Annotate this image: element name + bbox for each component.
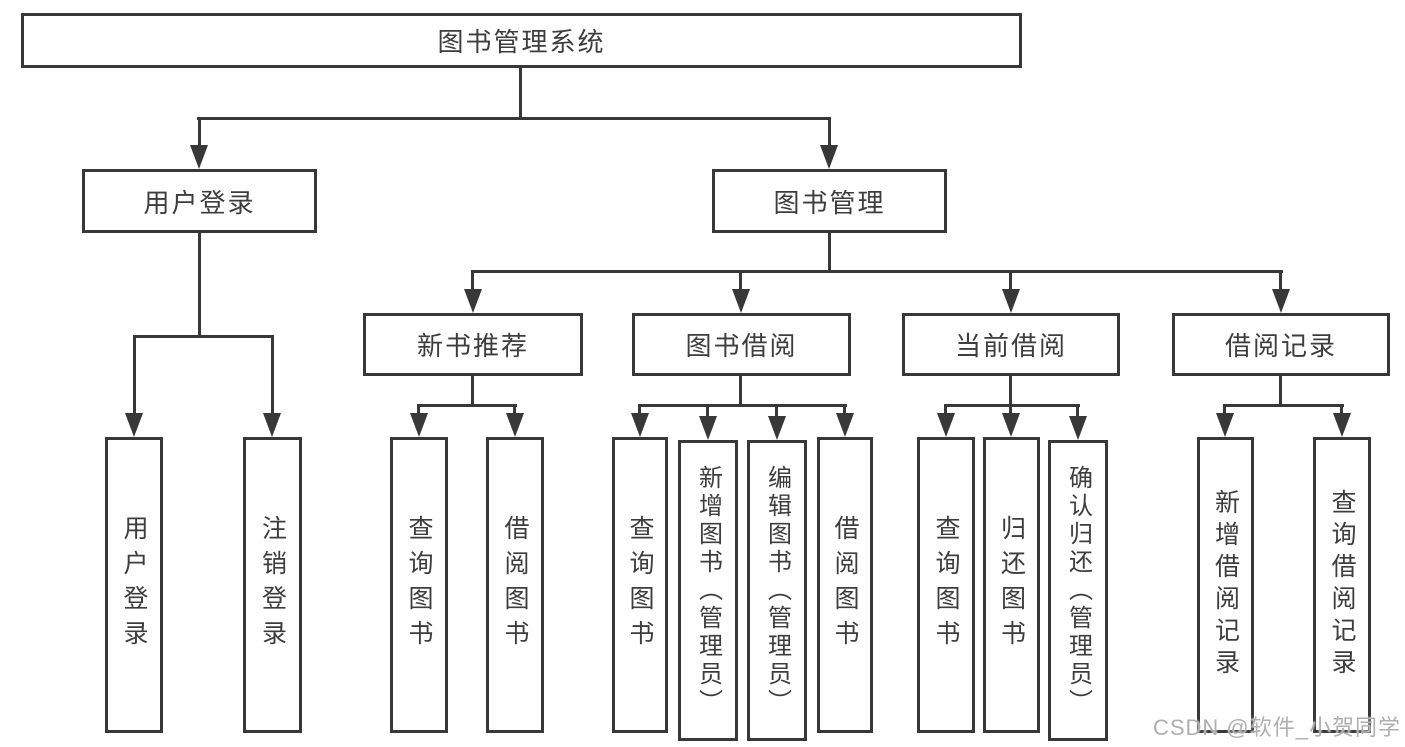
connector-line <box>133 335 274 338</box>
arrow-down-icon <box>1216 413 1234 437</box>
arrow-down-icon <box>506 413 524 437</box>
node-borrowing-records: 借阅记录 <box>1172 313 1390 376</box>
leaf-label: 借阅图书 <box>831 515 859 655</box>
leaf-label: 借阅图书 <box>501 515 529 655</box>
connector-line <box>417 404 420 416</box>
node-new-book-recommendation: 新书推荐 <box>363 313 583 376</box>
connector-line <box>133 335 136 415</box>
leaf-label: 新增借阅记录 <box>1211 489 1240 681</box>
leaf-query-books-borrowing: 查询图书 <box>612 437 668 733</box>
leaf-label: 查询图书 <box>932 515 960 655</box>
node-current-borrowing: 当前借阅 <box>902 313 1120 376</box>
connector-line <box>828 233 831 272</box>
connector-line <box>418 404 517 407</box>
connector-line <box>739 376 742 406</box>
leaf-borrow-books-recommend: 借阅图书 <box>486 437 544 733</box>
arrow-down-icon <box>1002 289 1020 313</box>
connector-line <box>706 404 709 418</box>
node-book-management: 图书管理 <box>712 169 947 233</box>
leaf-query-books-current: 查询图书 <box>917 437 975 733</box>
leaf-add-borrow-record: 新增借阅记录 <box>1197 437 1254 733</box>
connector-line <box>944 404 947 416</box>
connector-line <box>472 270 1283 273</box>
connector-line <box>775 404 778 418</box>
leaf-query-borrow-record: 查询借阅记录 <box>1313 437 1371 733</box>
arrow-down-icon <box>410 413 428 437</box>
node-label: 当前借阅 <box>954 331 1067 361</box>
connector-line <box>1009 404 1012 416</box>
connector-line <box>513 404 516 416</box>
node-label: 图书管理 <box>773 187 886 218</box>
node-user-login: 用户登录 <box>82 169 317 233</box>
arrow-down-icon <box>464 289 482 313</box>
arrow-down-icon <box>125 413 143 437</box>
connector-line <box>271 335 274 415</box>
leaf-edit-books-admin: 编辑图书（管理员） <box>747 440 807 741</box>
node-label: 借阅记录 <box>1224 331 1337 361</box>
arrow-down-icon <box>190 145 208 169</box>
arrow-down-icon <box>937 413 955 437</box>
arrow-down-icon <box>1272 289 1290 313</box>
node-label: 图书借阅 <box>685 331 798 361</box>
leaf-user-login: 用户登录 <box>105 437 163 733</box>
leaf-confirm-return-admin: 确认归还（管理员） <box>1048 440 1108 741</box>
leaf-label: 编辑图书（管理员） <box>763 464 791 717</box>
connector-line <box>638 404 641 416</box>
arrow-down-icon <box>768 416 786 440</box>
connector-line <box>519 67 522 118</box>
leaf-label: 归还图书 <box>997 515 1026 655</box>
connector-line <box>1076 404 1079 418</box>
connector-line <box>198 233 201 337</box>
connector-line <box>1340 404 1343 416</box>
leaf-return-books: 归还图书 <box>983 437 1040 733</box>
node-book-management-system: 图书管理系统 <box>21 13 1022 68</box>
leaf-label: 新增图书（管理员） <box>694 464 722 717</box>
arrow-down-icon <box>1002 413 1020 437</box>
connector-line <box>639 404 847 407</box>
leaf-label: 查询图书 <box>405 515 433 655</box>
arrow-down-icon <box>1069 416 1087 440</box>
connector-line <box>1009 376 1012 406</box>
connector-line <box>828 117 831 147</box>
connector-line <box>1009 270 1012 292</box>
leaf-borrow-books: 借阅图书 <box>817 437 873 733</box>
node-label: 新书推荐 <box>416 331 529 361</box>
connector-line <box>1224 404 1344 407</box>
arrow-down-icon <box>836 413 854 437</box>
connector-line <box>1223 404 1226 416</box>
arrow-down-icon <box>732 289 750 313</box>
connector-line <box>471 270 474 292</box>
connector-line <box>197 117 831 120</box>
connector-line <box>1279 270 1282 292</box>
leaf-add-books-admin: 新增图书（管理员） <box>678 440 738 741</box>
arrow-down-icon <box>820 145 838 169</box>
connector-line <box>198 117 201 147</box>
leaf-label: 确认归还（管理员） <box>1064 464 1092 717</box>
connector-line <box>945 404 1080 407</box>
leaf-logout: 注销登录 <box>243 437 302 733</box>
node-label: 用户登录 <box>143 187 256 218</box>
leaf-query-books-recommend: 查询图书 <box>390 437 448 733</box>
leaf-label: 查询图书 <box>626 515 654 655</box>
leaf-label: 用户登录 <box>120 515 148 655</box>
connector-line <box>471 376 474 406</box>
connector-line <box>1279 376 1282 406</box>
arrow-down-icon <box>1333 413 1351 437</box>
connector-line <box>739 270 742 292</box>
arrow-down-icon <box>263 413 281 437</box>
arrow-down-icon <box>699 416 717 440</box>
csdn-watermark: CSDN @软件_小贺同学 <box>1152 715 1401 740</box>
arrow-down-icon <box>631 413 649 437</box>
node-book-borrowing: 图书借阅 <box>632 313 851 376</box>
connector-line <box>843 404 846 416</box>
node-label: 图书管理系统 <box>437 27 606 57</box>
leaf-label: 查询借阅记录 <box>1328 489 1356 681</box>
leaf-label: 注销登录 <box>258 515 287 655</box>
